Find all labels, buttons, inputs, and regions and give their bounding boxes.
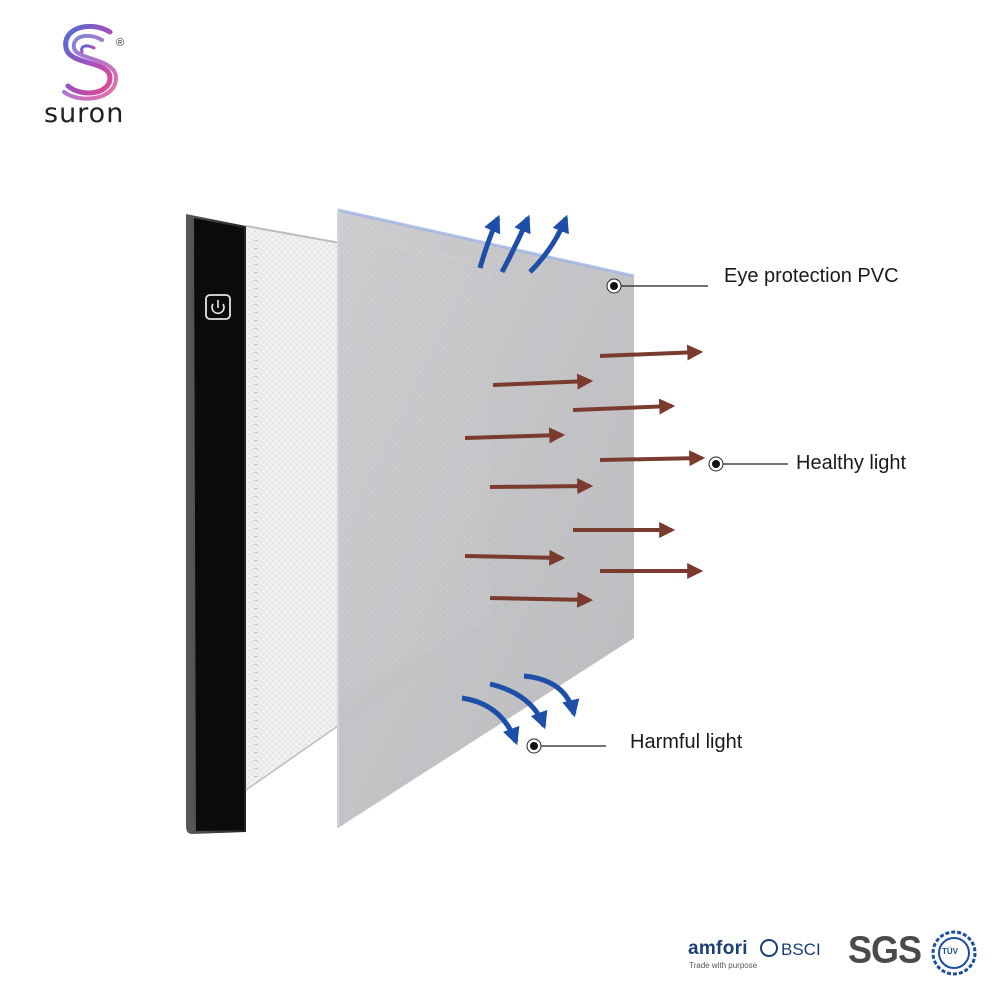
eye-protection-label: Eye protection PVC — [724, 265, 899, 287]
suron-s-logo-icon — [62, 23, 119, 101]
healthy-arrow — [572, 398, 676, 415]
harmful-arrow — [477, 214, 501, 269]
bsci-ring-icon — [760, 939, 778, 957]
bsci-logo: BSCI — [781, 940, 821, 959]
harmful-arrow — [523, 673, 580, 718]
registered-mark: ® — [116, 37, 125, 49]
healthy-arrow — [599, 344, 704, 361]
harmful-light-down-arrows — [461, 673, 580, 746]
brand-name: suron — [44, 98, 125, 129]
harmful-light-up-arrows — [477, 214, 569, 274]
power-button-icon[interactable] — [205, 294, 231, 320]
healthy-arrow — [599, 450, 706, 467]
harmful-arrow — [461, 695, 520, 746]
harmful-arrow — [499, 214, 531, 274]
healthy-arrow — [489, 478, 594, 495]
pvc-sheet — [337, 208, 635, 828]
harmful-arrow — [489, 681, 548, 730]
amfori-logo: amfori — [688, 938, 748, 959]
harmful-arrow — [528, 214, 569, 274]
sgs-logo: SGS — [848, 927, 922, 971]
callout-harmful-pointer — [526, 738, 606, 754]
healthy-arrow — [464, 549, 566, 566]
harmful-light-label: Harmful light — [630, 731, 743, 753]
healthy-arrow — [492, 373, 594, 390]
healthy-light-arrows — [464, 344, 706, 608]
tuv-logo: TÜV — [942, 947, 958, 956]
healthy-arrow — [489, 591, 594, 608]
callout-healthy-pointer — [708, 456, 788, 472]
healthy-arrow — [464, 427, 566, 444]
tuv-badge-icon — [931, 930, 977, 976]
callout-eye-pointer — [606, 278, 708, 294]
healthy-light-label: Healthy light — [796, 452, 907, 474]
amfori-tagline: Trade with purpose — [689, 961, 758, 970]
